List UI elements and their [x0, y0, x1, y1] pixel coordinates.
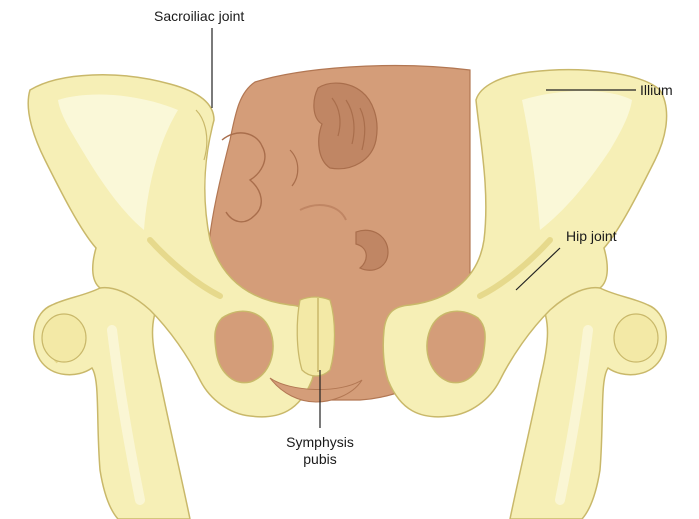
hip-joint-label: Hip joint [566, 228, 617, 245]
symphysis-pubis-label: Symphysis pubis [270, 434, 370, 468]
sacroiliac-joint-label: Sacroiliac joint [154, 8, 244, 25]
illium-label: Illium [640, 82, 673, 99]
symphysis-pubis-label-line1: Symphysis [270, 434, 370, 451]
symphysis-pubis-label-line2: pubis [270, 451, 370, 468]
